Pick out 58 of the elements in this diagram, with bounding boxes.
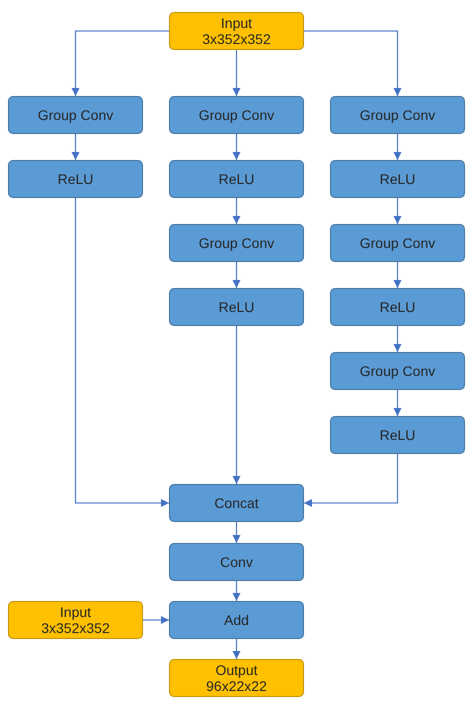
arrow	[232, 581, 240, 601]
box-label: 3x352x352	[202, 31, 271, 47]
arrow	[143, 616, 169, 624]
arrow	[74, 198, 169, 507]
box-label: Concat	[214, 495, 259, 511]
arrow	[232, 50, 240, 96]
box-label: ReLU	[380, 299, 416, 315]
tensor-box	[8, 601, 143, 639]
box-label: ReLU	[218, 171, 254, 187]
layer-box	[169, 601, 304, 639]
layer-box	[330, 288, 465, 326]
box-label: Input	[60, 604, 92, 620]
tensor-box	[169, 659, 304, 697]
layer-box	[169, 224, 304, 262]
box-label: ReLU	[380, 427, 416, 443]
box-label: ReLU	[58, 171, 94, 187]
layer-box	[169, 484, 304, 522]
box-label: Output	[215, 662, 258, 678]
box-label: Group Conv	[38, 107, 114, 123]
box-label: ReLU	[380, 171, 416, 187]
box-label: Group Conv	[198, 235, 274, 251]
arrow	[394, 134, 402, 160]
arrow	[232, 134, 240, 160]
box-label: Group Conv	[198, 107, 274, 123]
box-label: 96x22x22	[206, 678, 267, 694]
arrow	[394, 326, 402, 352]
layer-box	[169, 160, 304, 198]
box-label: 3x352x352	[41, 620, 110, 636]
layer-box	[8, 96, 143, 134]
box-label: Conv	[220, 554, 253, 570]
arrow	[232, 639, 240, 659]
layer-box	[169, 543, 304, 581]
layer-box	[330, 224, 465, 262]
arrow	[72, 30, 169, 96]
arrow	[232, 522, 240, 543]
box-label: Group Conv	[360, 363, 436, 379]
arrow	[304, 30, 402, 96]
arrow	[232, 198, 240, 224]
layer-box	[330, 352, 465, 390]
box-label: Input	[220, 15, 252, 31]
layer-box	[330, 160, 465, 198]
arrow	[304, 454, 398, 507]
layer-box	[330, 416, 465, 454]
layer-box	[169, 288, 304, 326]
layer-box	[8, 160, 143, 198]
arrow	[232, 262, 240, 288]
arrow	[232, 326, 240, 484]
arrow	[394, 262, 402, 288]
box-label: ReLU	[218, 299, 254, 315]
arrow	[394, 390, 402, 416]
box-label: Add	[224, 612, 249, 628]
layer-box	[169, 96, 304, 134]
layer-box	[330, 96, 465, 134]
arrow	[72, 134, 80, 160]
arrow	[394, 198, 402, 224]
box-label: Group Conv	[360, 235, 436, 251]
box-label: Group Conv	[360, 107, 436, 123]
tensor-box	[169, 12, 304, 50]
